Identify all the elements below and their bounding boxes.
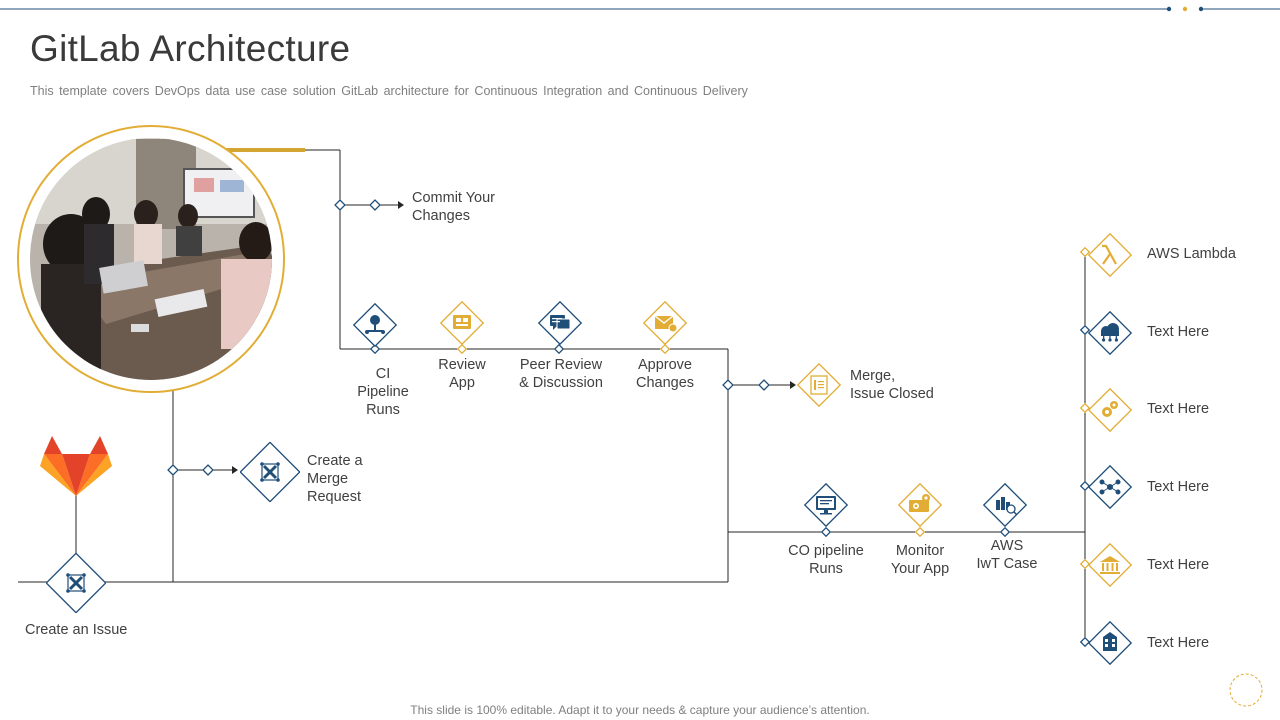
right-item-label: Text Here [1147, 478, 1209, 496]
right-item-label: Text Here [1147, 400, 1209, 418]
aws-iwt-node[interactable] [980, 480, 1030, 530]
right-item-node[interactable] [1085, 618, 1135, 668]
merge-request-node[interactable] [240, 442, 300, 502]
review-app-node[interactable] [437, 298, 487, 348]
create-issue-node[interactable] [46, 553, 106, 613]
footer-note: This slide is 100% editable. Adapt it to… [0, 703, 1280, 717]
review-app-label: Review App [422, 356, 502, 392]
gitlab-logo-icon [40, 436, 112, 498]
right-item-label: AWS Lambda [1147, 245, 1236, 263]
meeting-photo [16, 124, 286, 394]
right-item-node[interactable] [1085, 308, 1135, 358]
co-pipeline-label: CO pipeline Runs [776, 542, 876, 578]
peer-review-label: Peer Review & Discussion [501, 356, 621, 392]
right-item-node[interactable] [1085, 540, 1135, 590]
merge-closed-label: Merge, Issue Closed [850, 367, 934, 403]
right-item-node[interactable] [1085, 462, 1135, 512]
aws-iwt-label: AWS IwT Case [957, 537, 1057, 573]
aws-lambda-node[interactable] [1085, 230, 1135, 280]
co-pipeline-node[interactable] [801, 480, 851, 530]
merge-closed-node[interactable] [794, 360, 844, 410]
merge-request-label: Create a Merge Request [307, 452, 363, 506]
ci-pipeline-label: CI Pipeline Runs [343, 365, 423, 419]
create-issue-label: Create an Issue [25, 621, 127, 639]
right-item-label: Text Here [1147, 634, 1209, 652]
monitor-app-node[interactable] [895, 480, 945, 530]
peer-review-node[interactable] [535, 298, 585, 348]
right-item-label: Text Here [1147, 323, 1209, 341]
approve-changes-node[interactable] [640, 298, 690, 348]
monitor-app-label: Monitor Your App [870, 542, 970, 578]
right-item-node[interactable] [1085, 385, 1135, 435]
monitor-app-icon [453, 315, 471, 329]
right-item-label: Text Here [1147, 556, 1209, 574]
ci-pipeline-node[interactable] [350, 300, 400, 350]
commit-changes-label: Commit Your Changes [412, 189, 495, 225]
approve-changes-label: Approve Changes [615, 356, 715, 392]
